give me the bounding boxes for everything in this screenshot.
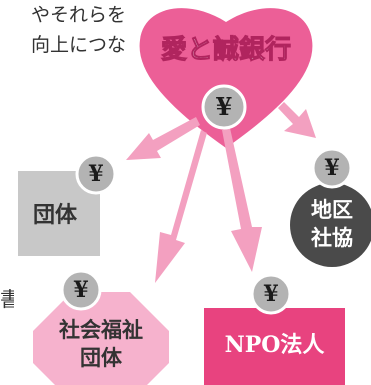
district-label: 地区 社協 bbox=[302, 196, 362, 252]
social-welfare-yen-symbol: ¥ bbox=[73, 277, 89, 303]
groups-label: 団体 bbox=[32, 202, 77, 228]
intro-line-2: 向上につな bbox=[30, 34, 126, 56]
arrow-to-groups bbox=[126, 117, 200, 160]
intro-text: やそれらを 向上につな bbox=[0, 0, 126, 60]
bank-name: 愛と誠銀行 bbox=[160, 35, 291, 66]
npo-box bbox=[204, 308, 345, 385]
arrow-to-district bbox=[278, 102, 316, 138]
arrows bbox=[126, 102, 316, 283]
district-coin-icon bbox=[311, 147, 353, 189]
district-yen-symbol: ¥ bbox=[324, 155, 340, 181]
npo-yen-symbol: ¥ bbox=[263, 281, 279, 307]
coin-icons bbox=[60, 84, 353, 315]
heart-shape bbox=[139, 8, 313, 148]
social-welfare-octagon bbox=[33, 292, 169, 385]
intro-line-1: やそれらを bbox=[30, 4, 126, 26]
social-welfare-line-1: 社会福祉 bbox=[59, 317, 143, 342]
bank-coin-icon bbox=[201, 84, 247, 130]
district-circle bbox=[290, 183, 371, 267]
district-label-line-1: 地区 bbox=[311, 197, 353, 222]
arrow-to-npo bbox=[222, 128, 262, 272]
bank-yen-symbol: ¥ bbox=[215, 92, 233, 121]
groups-yen-symbol: ¥ bbox=[88, 161, 104, 187]
social-welfare-coin-icon bbox=[60, 269, 102, 311]
social-welfare-label: 社会福祉 団体 bbox=[36, 316, 166, 372]
social-welfare-line-2: 団体 bbox=[80, 345, 122, 370]
side-character: 書 bbox=[0, 287, 14, 311]
arrow-to-social-welfare bbox=[155, 130, 207, 283]
npo-coin-icon bbox=[250, 273, 292, 315]
groups-coin-icon bbox=[75, 153, 117, 195]
district-label-line-2: 社協 bbox=[311, 225, 353, 250]
npo-label: NPO法人 bbox=[224, 332, 325, 358]
